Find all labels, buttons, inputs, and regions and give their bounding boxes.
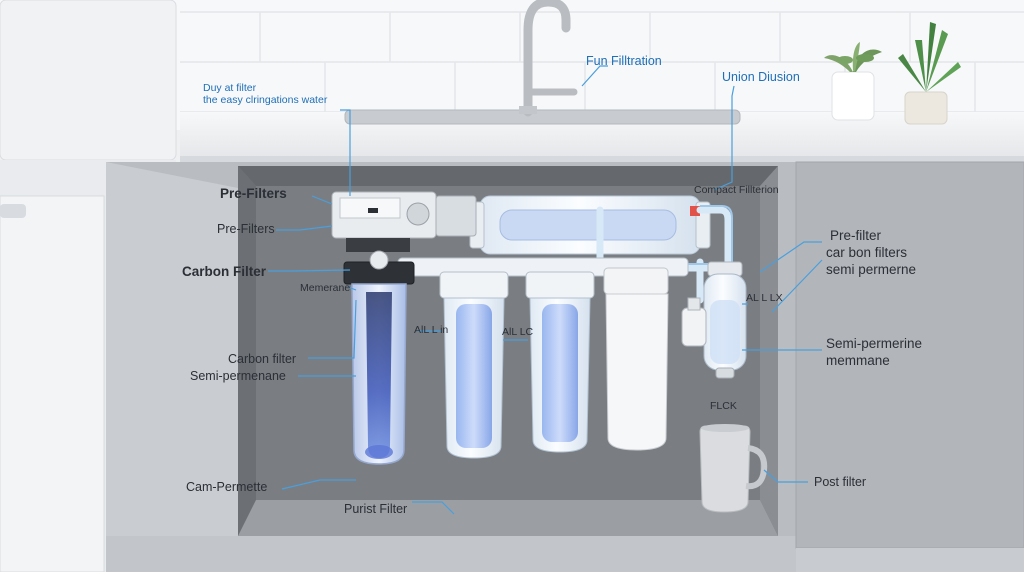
plant-icon — [824, 42, 882, 121]
label-all-l-lx: AL L LX — [746, 292, 783, 304]
right-cabinet-door — [795, 161, 1024, 549]
label-carbon-filter: Carbon Filter — [182, 264, 267, 279]
label-all-in: AlL L in — [414, 324, 449, 336]
label-semi-permerine-line1: Semi-permerine — [826, 336, 923, 351]
mug-icon — [699, 424, 768, 513]
post-filter-tank — [703, 261, 747, 379]
label-compact-filterion: Compact Fillterion — [694, 184, 779, 196]
callout-lines — [268, 65, 823, 515]
label-semi-permenane: Semi-permenane — [190, 369, 286, 383]
side-cabinet-door — [0, 195, 105, 572]
tall-cabinet-upper — [0, 0, 177, 161]
label-duy-at-filter-line1: Duy at filter — [203, 82, 257, 94]
plant-icon — [898, 22, 961, 125]
side-cabinet-handle — [0, 204, 26, 218]
label-post-filter: Post filter — [814, 475, 867, 489]
sediment-filter-housing — [439, 271, 509, 459]
open-door-left — [106, 162, 238, 572]
label-cam-permette: Cam-Permette — [186, 480, 268, 494]
label-carbon-filter-lower: Carbon filter — [228, 352, 297, 366]
label-all-lc: AlL LC — [502, 326, 534, 338]
sink-basin — [344, 109, 741, 125]
white-filter-housing — [603, 267, 669, 451]
carbon-block-filter-housing — [525, 271, 595, 453]
label-union-diusion: Union Diusion — [722, 70, 800, 84]
label-memerane: Memerane — [300, 282, 351, 294]
ro-membrane-housing — [469, 195, 711, 255]
label-purist-filter: Purist Filter — [344, 502, 408, 516]
label-semi-permerine-line2: memmane — [826, 353, 890, 368]
faucet-valve — [681, 297, 707, 347]
label-pre-filters-small: Pre-Filters — [217, 222, 275, 236]
countertop-edge — [180, 156, 1024, 162]
label-pre-filters-main: Pre-Filters — [220, 186, 287, 201]
label-duy-at-filter-line2: the easy clringations water — [203, 94, 328, 106]
label-pre-filter-right-line1: Pre-filter — [830, 228, 882, 243]
faucet-icon — [519, 0, 578, 117]
cabinet-floor — [238, 500, 778, 536]
label-fun-filtration: Fun Filltration — [586, 54, 662, 68]
carbon-filter-housing — [343, 250, 415, 465]
pump-control-unit — [331, 191, 477, 252]
label-flck: FLCK — [710, 400, 737, 412]
label-pre-filter-right-line2: car bon filters — [826, 245, 908, 260]
label-pre-filter-right-line3: semi permerne — [826, 262, 917, 277]
